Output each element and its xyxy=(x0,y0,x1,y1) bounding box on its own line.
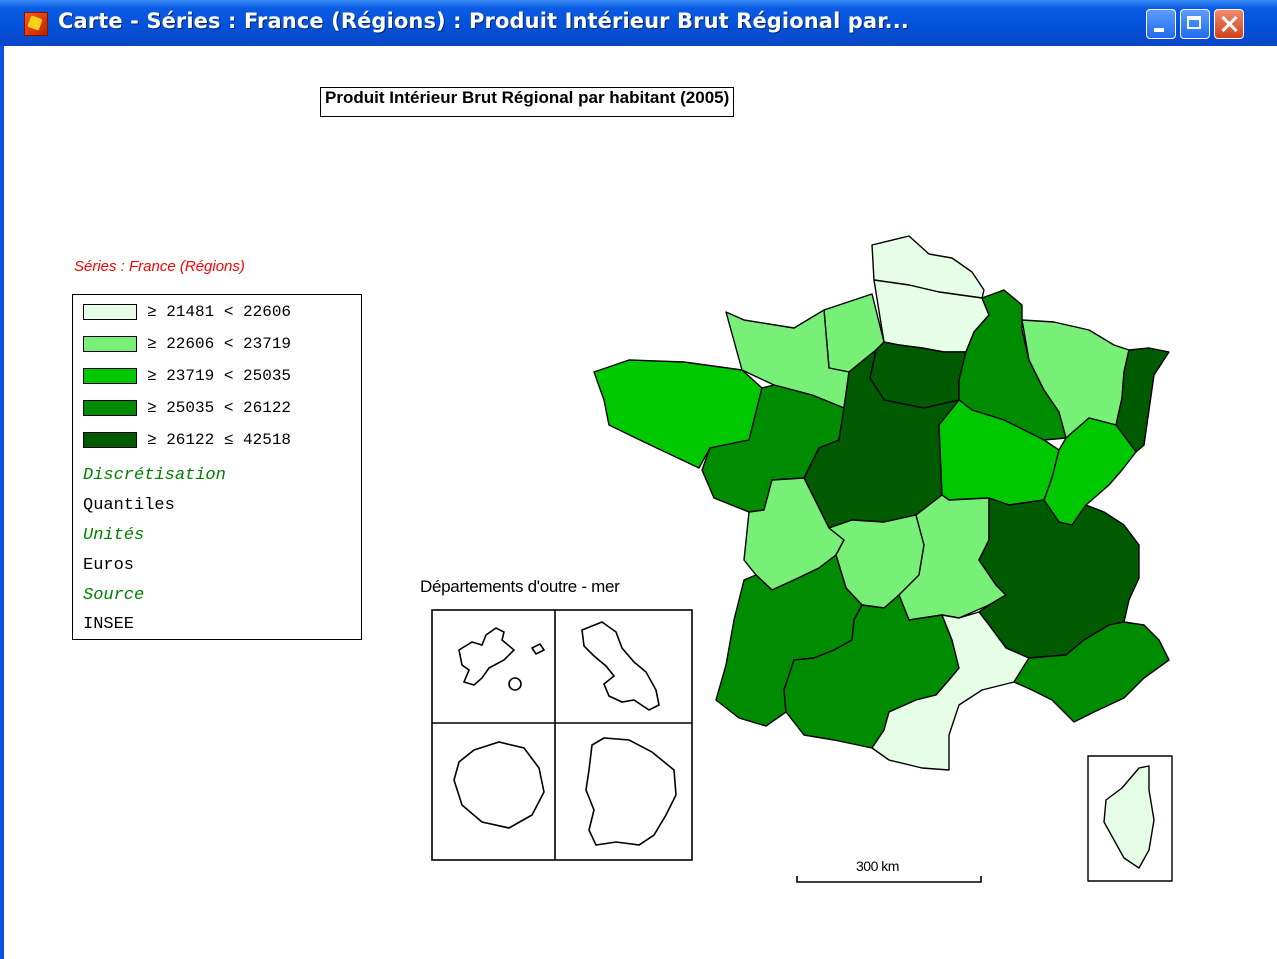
units-heading: Unités xyxy=(83,526,145,545)
region-ile-de-france[interactable] xyxy=(869,341,967,409)
overseas-label: Départements d'outre - mer xyxy=(420,577,620,596)
corse-inset-frame xyxy=(1087,755,1173,882)
region-languedoc-roussillon[interactable] xyxy=(871,611,1030,771)
app-icon[interactable] xyxy=(24,12,48,36)
legend-box: ≥ 21481 < 22606 ≥ 22606 < 23719 ≥ 23719 … xyxy=(72,294,362,640)
region-alsace[interactable] xyxy=(1115,347,1170,453)
guyane-shape xyxy=(585,737,677,846)
legend-swatch-5 xyxy=(83,432,137,448)
overseas-frame xyxy=(431,609,693,861)
maximize-button[interactable] xyxy=(1180,9,1210,39)
reunion-shape xyxy=(453,741,545,829)
legend-class-1: ≥ 21481 < 22606 xyxy=(83,303,291,323)
units-value: Euros xyxy=(83,556,135,575)
series-label: Séries : France (Régions) xyxy=(74,258,245,275)
legend-swatch-2 xyxy=(83,336,137,352)
legend-swatch-3 xyxy=(83,368,137,384)
discretisation-heading: Discrétisation xyxy=(83,466,226,485)
region-corse[interactable] xyxy=(1103,765,1155,869)
source-value: INSEE xyxy=(83,615,135,634)
source-heading: Source xyxy=(83,586,145,605)
minimize-button[interactable] xyxy=(1146,9,1176,39)
legend-class-2: ≥ 22606 < 23719 xyxy=(83,335,291,355)
legend-class-5: ≥ 26122 ≤ 42518 xyxy=(83,431,291,451)
martinique-shape xyxy=(581,621,660,711)
overseas-inset xyxy=(431,609,693,861)
window-title: Carte - Séries : France (Régions) : Prod… xyxy=(58,9,909,33)
close-button[interactable] xyxy=(1214,9,1244,39)
scale-label: 300 km xyxy=(856,858,899,874)
guadeloupe-shape xyxy=(458,627,516,686)
france-map xyxy=(431,235,1173,883)
legend-class-3: ≥ 23719 < 25035 xyxy=(83,367,291,387)
guadeloupe-islet-1 xyxy=(530,642,546,656)
legend-swatch-1 xyxy=(83,304,137,320)
guadeloupe-islet-2 xyxy=(508,677,522,691)
scale-bar xyxy=(796,876,982,883)
legend-class-4: ≥ 25035 < 26122 xyxy=(83,399,291,419)
discretisation-value: Quantiles xyxy=(83,496,175,515)
map-title: Produit Intérieur Brut Régional par habi… xyxy=(320,87,735,117)
title-bar[interactable]: Carte - Séries : France (Régions) : Prod… xyxy=(0,0,1277,46)
region-paca[interactable] xyxy=(1013,621,1170,723)
legend-swatch-4 xyxy=(83,400,137,416)
